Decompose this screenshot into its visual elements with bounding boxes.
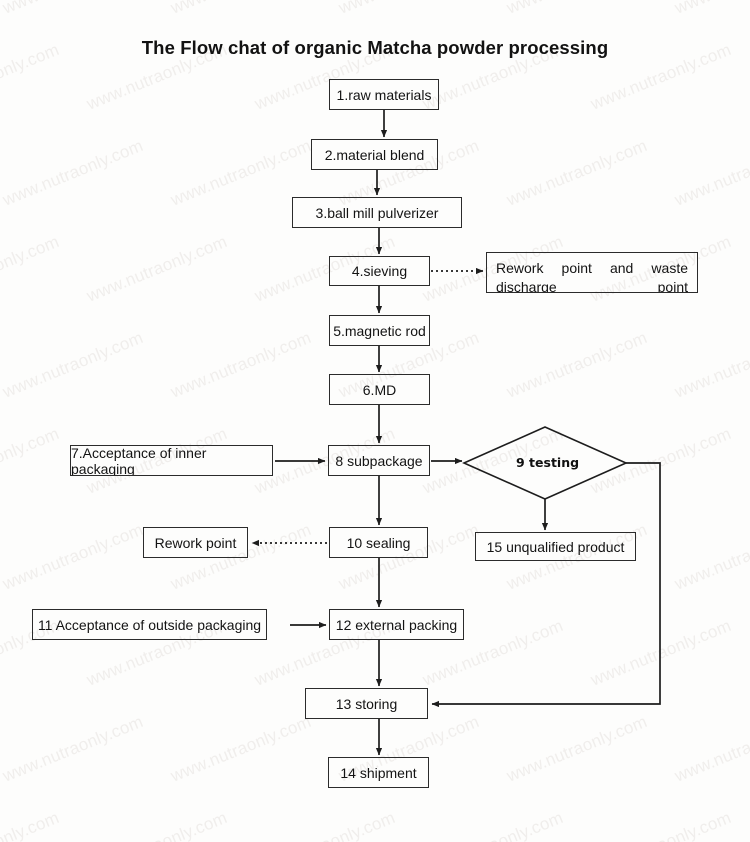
node-external-packing[interactable]: 12 external packing [329, 609, 464, 640]
node-raw-materials[interactable]: 1.raw materials [329, 79, 439, 110]
node-shipment[interactable]: 14 shipment [328, 757, 429, 788]
node-unqualified-product[interactable]: 15 unqualified product [475, 532, 636, 561]
edge-9-to-13-feedback [431, 462, 661, 708]
node-acceptance-of-outside-packaging[interactable]: 11 Acceptance of outside packaging [32, 609, 267, 640]
node-rework-point[interactable]: Rework point [143, 527, 248, 558]
page-title: The Flow chat of organic Matcha powder p… [141, 37, 609, 58]
node-rework-and-waste-discharge-point[interactable]: Rework point and waste discharge point [486, 252, 698, 293]
node-subpackage[interactable]: 8 subpackage [328, 445, 430, 476]
node-storing[interactable]: 13 storing [305, 688, 428, 719]
node-magnetic-rod[interactable]: 5.magnetic rod [329, 315, 430, 346]
node-md[interactable]: 6.MD [329, 374, 430, 405]
node-ball-mill-pulverizer[interactable]: 3.ball mill pulverizer [292, 197, 462, 228]
node-testing-label[interactable]: 9 testing [516, 455, 580, 470]
node-material-blend[interactable]: 2.material blend [311, 139, 438, 170]
node-acceptance-of-inner-packaging[interactable]: 7.Acceptance of inner packaging [70, 445, 273, 476]
node-sieving[interactable]: 4.sieving [329, 256, 430, 286]
node-sealing[interactable]: 10 sealing [329, 527, 428, 558]
decision-diamond-9 [462, 426, 628, 500]
